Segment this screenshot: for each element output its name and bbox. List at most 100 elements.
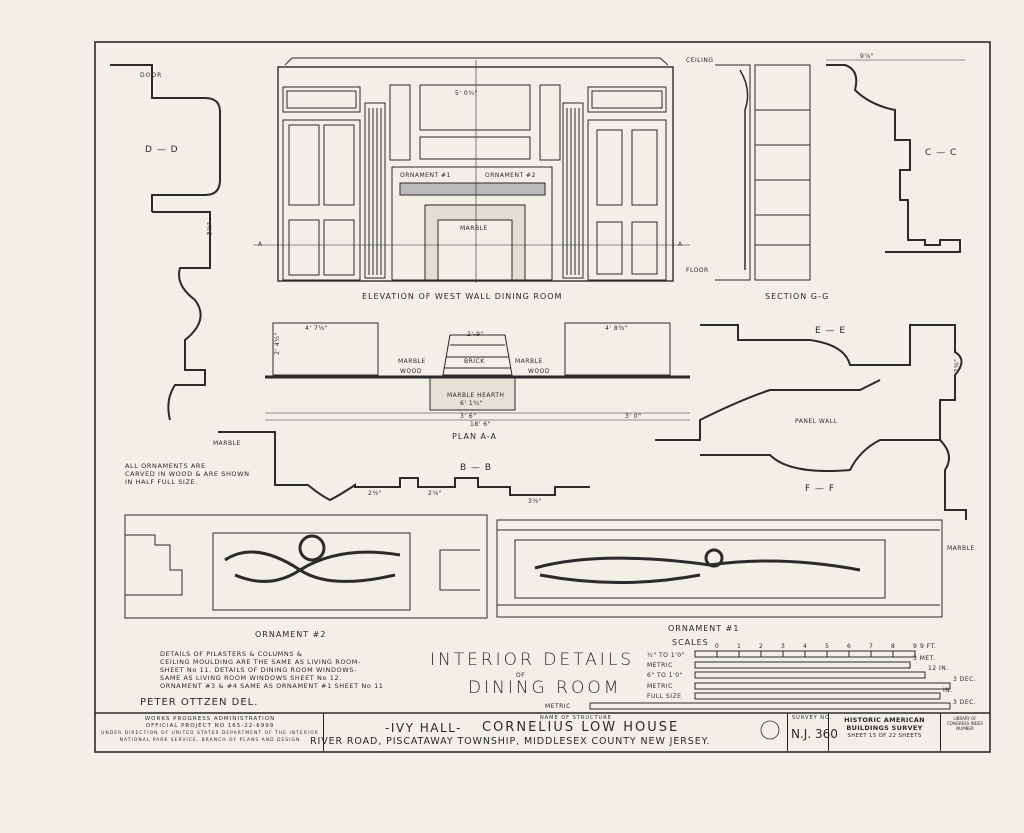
note-ornaments: ALL ORNAMENTS ARE CARVED IN WOOD & ARE S… [125,462,250,486]
label-marble-left: MARBLE [398,358,426,365]
label-brick: BRICK [464,358,485,365]
label-marble-right: MARBLE [515,358,543,365]
survey-seal [760,720,780,740]
label-marble-elev: MARBLE [460,225,488,232]
dim-elev-top: 5' 0¾" [455,90,478,97]
scale-tick-label: 2 [759,643,764,650]
loc-index-label: LIBRARY OF CONGRESS INDEX NUMBER [946,716,984,731]
scale-row-end: 3 DEC. [953,676,977,683]
survey-no-label: SURVEY NO. [792,715,833,721]
label-marble-hearth: MARBLE HEARTH [447,392,505,399]
scale-tick-label: 6 [847,643,852,650]
section-dd-profile [110,64,221,421]
label-door: DOOR [140,72,163,79]
dim-ee: 2⅜" [953,358,961,373]
section-cc-profile [826,59,965,253]
section-gg [715,64,811,281]
wpa-line-4: NATIONAL PARK SERVICE, BRANCH OF PLANS A… [119,738,301,743]
label-section-bb: B — B [460,463,493,473]
label-floor: FLOOR [686,267,709,274]
name-of-structure-label: NAME OF STRUCTURE [540,715,612,721]
survey-no: N.J. 360 [791,727,838,741]
scale-row-end: 3 MET. [913,655,936,662]
plan-aa [265,322,690,421]
dim-plan-center: 3' 6" [460,413,477,420]
callout-ornament-2: ORNAMENT #2 [485,172,536,179]
habs-line-2: BUILDINGS SURVEY [846,724,923,732]
label-marble-edge: MARBLE [947,545,975,552]
scale-row-label: ½" TO 1'0" [647,652,685,659]
label-section-cc: C — C [925,148,958,158]
dim-dd: 3⅞" [206,221,214,236]
dim-bb-2: 2⅝" [428,490,442,497]
scale-bars [589,650,951,710]
label-panel-wall: PANEL WALL [795,418,838,425]
scale-row-end: IN. [943,687,953,694]
elevation-west-wall [253,57,690,283]
label-ceiling: CEILING [686,57,714,64]
delineator: PETER OTTZEN DEL. [140,697,259,708]
dim-hearth: 6' 1¾" [460,400,483,407]
wpa-line-2: OFFICIAL PROJECT NO 165-22-6999 [145,723,275,729]
drawing-title-line1: INTERIOR DETAILS [430,650,635,670]
label-wood-left: WOOD [400,368,422,375]
title-section-gg: SECTION G-G [765,292,830,301]
habs-block: HISTORIC AMERICAN BUILDINGS SURVEY SHEET… [832,716,937,740]
dim-bb-1: 2⅜" [368,490,382,497]
scale-tick-label: 3 [781,643,786,650]
dim-bb-3: 3⅜" [528,498,542,505]
scale-tick-label: 0 [715,643,720,650]
scale-tick-label: 5 [825,643,830,650]
sheet-border [94,41,991,753]
scale-row-label: METRIC [647,683,673,690]
label-section-ee: E — E [815,326,847,336]
scale-row-label: METRIC [545,703,571,710]
drawing-title-of: OF [516,672,526,679]
alt-name: -IVY HALL- [385,721,462,735]
scale-row-label: FULL SIZE [647,693,682,700]
callout-ornament-1: ORNAMENT #1 [400,172,451,179]
dim-cc: 9⅞" [860,53,874,60]
label-section-ff: F — F [805,484,836,494]
title-plan-aa: PLAN A-A [452,432,497,441]
note-details: DETAILS OF PILASTERS & COLUMNS & CEILING… [160,650,384,690]
structure-name: CORNELIUS LOW HOUSE [482,720,680,735]
dim-brick: 2'-9" [467,331,484,338]
label-a-right: A [678,241,683,248]
scale-row-label: METRIC [647,662,673,669]
section-ee-ff-profile [655,324,967,520]
label-marble-bb: MARBLE [213,440,241,447]
sheet-number: SHEET 15 OF 22 SHEETS [847,733,922,739]
scale-row-end: 12 IN. [928,665,949,672]
scale-row-label: 6" TO 1'0" [647,672,683,679]
scale-tick-label: 1 [737,643,742,650]
label-section-dd: D — D [145,145,179,155]
wpa-line-3: UNDER DIRECTION OF UNITED STATES DEPARTM… [101,731,319,736]
location: RIVER ROAD, PISCATAWAY TOWNSHIP, MIDDLES… [310,736,711,747]
scale-tick-label: 4 [803,643,808,650]
title-ornament-1: ORNAMENT #1 [668,624,740,633]
ornament-1-panel [439,519,943,618]
dim-plan-total: 18' 6" [470,421,491,428]
dim-plan-right: 4' 8⅜" [605,325,628,332]
dim-plan-right-seg: 3' 0" [625,413,642,420]
scales-heading: SCALES [672,638,709,647]
label-a-left: A [258,241,263,248]
habs-line-1: HISTORIC AMERICAN [844,716,925,724]
title-ornament-2: ORNAMENT #2 [255,630,327,639]
section-bb-profile [218,431,590,502]
scale-tick-label: 9 [913,643,918,650]
wpa-block: WORKS PROGRESS ADMINISTRATION OFFICIAL P… [100,716,320,744]
scale-row-end: 3 DEC. [953,699,977,706]
scale-tick-label: 8 [891,643,896,650]
dim-plan-depth: 2' 4½" [273,332,281,355]
title-elevation: ELEVATION OF WEST WALL DINING ROOM [362,292,563,301]
scale-row-end: 9 FT. [920,643,937,650]
drawing-title-line2: DINING ROOM [468,678,622,698]
label-wood-right: WOOD [528,368,550,375]
scale-tick-label: 7 [869,643,874,650]
wpa-line-1: WORKS PROGRESS ADMINISTRATION [144,716,276,722]
ornament-2-panel [124,514,488,619]
